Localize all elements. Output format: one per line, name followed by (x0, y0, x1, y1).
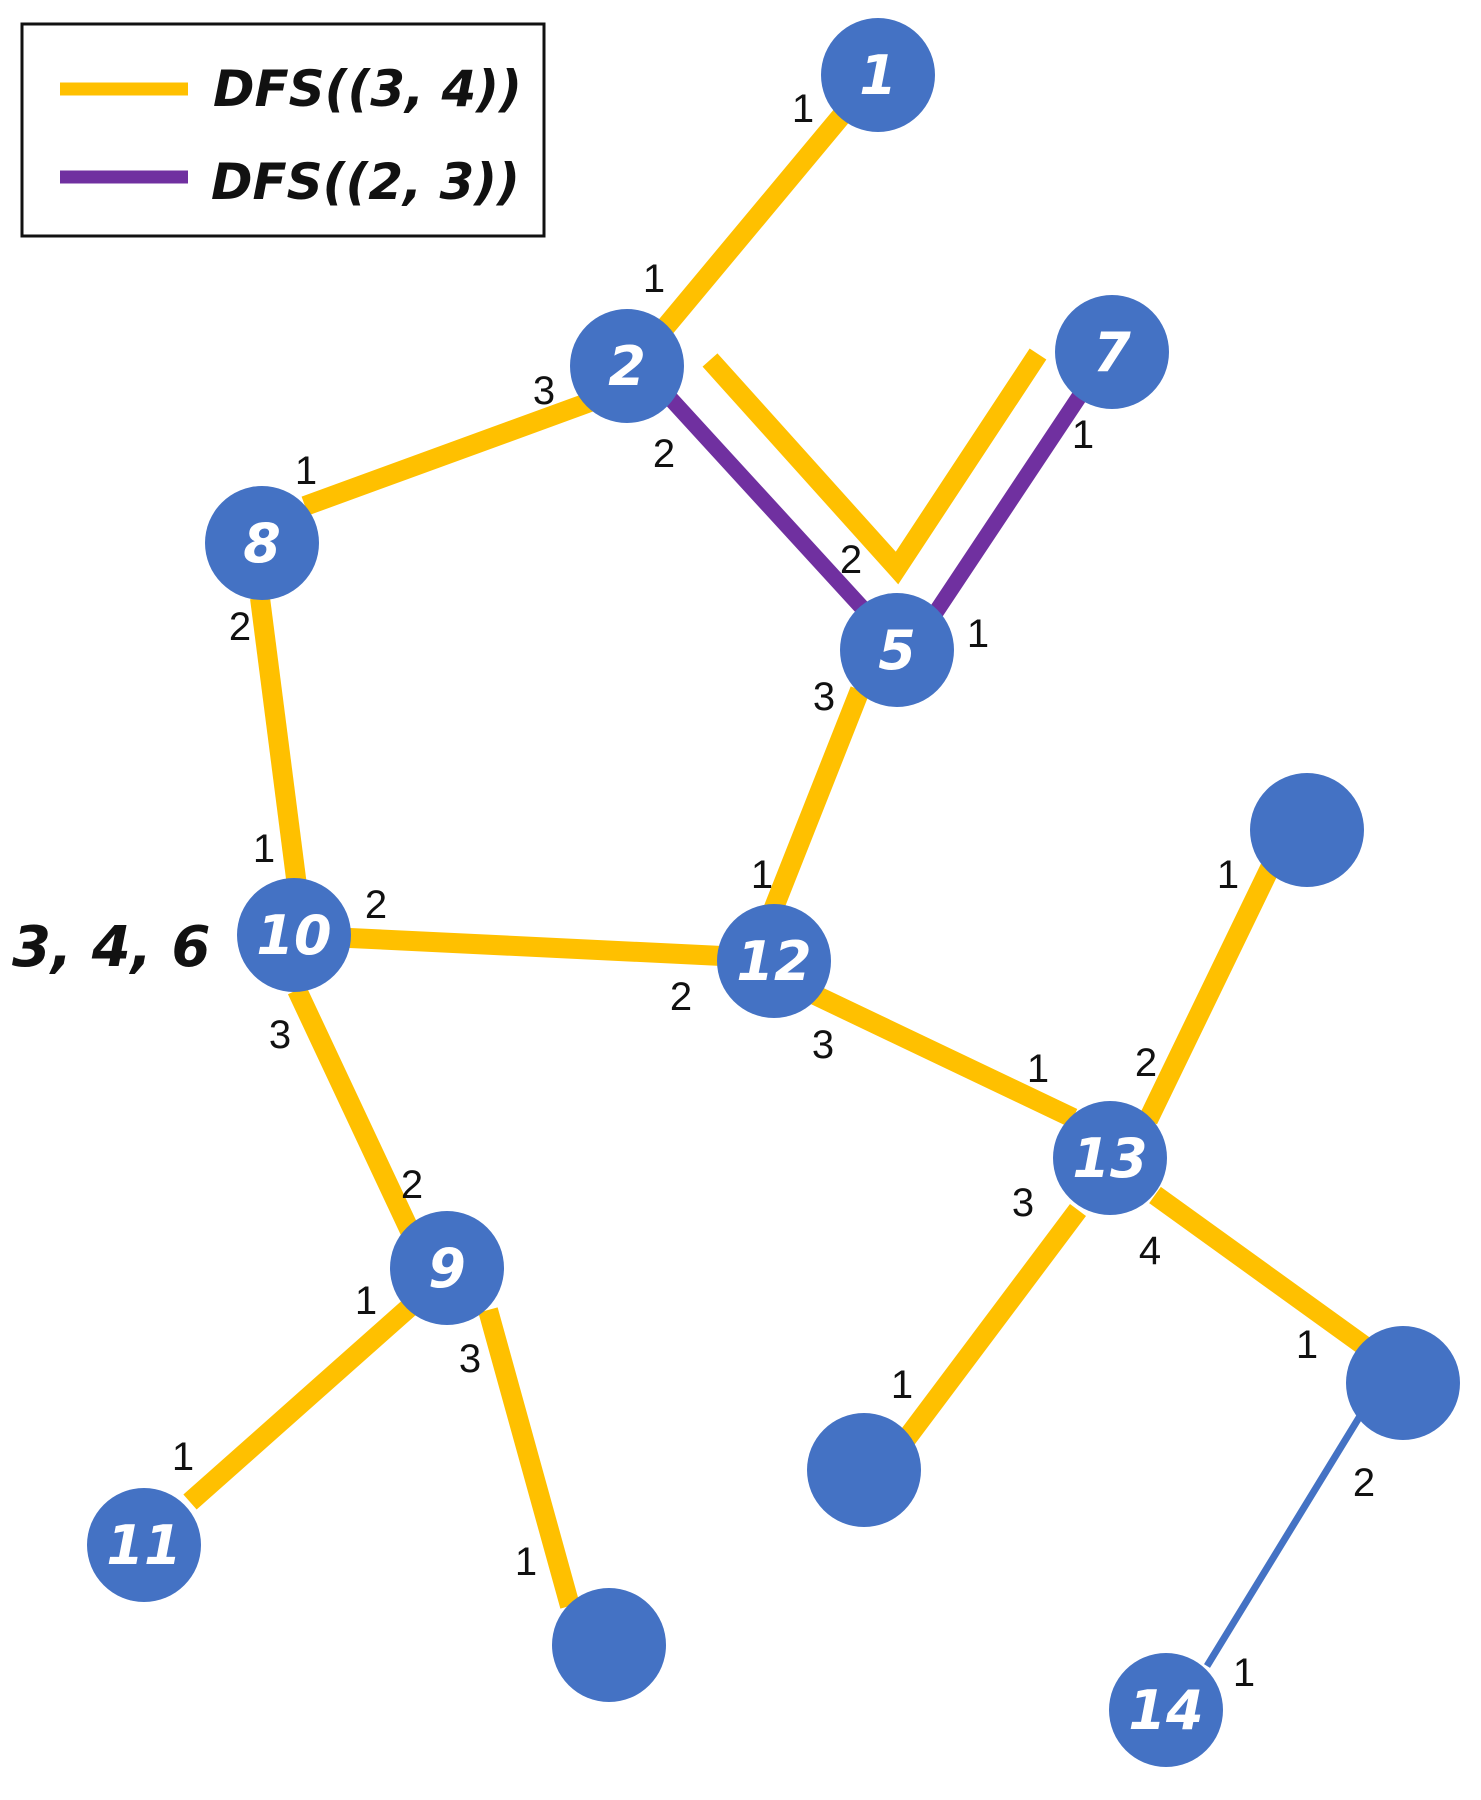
side-note-label: 3, 4, 6 (12, 915, 210, 980)
legend-label-dfs-3-4: DFS((3, 4)) (213, 60, 522, 118)
edge-2-5-purple (664, 392, 872, 618)
port-labels: 1 1 3 2 1 2 1 1 2 3 1 1 2 2 3 1 3 1 2 3 … (172, 87, 1375, 1695)
port-label: 3 (269, 1013, 291, 1057)
edge-1-2 (655, 107, 851, 337)
legend-box (20, 22, 546, 238)
nodes: 1 2 7 8 5 10 12 13 (87, 18, 1460, 1767)
edge-9-11 (183, 1297, 419, 1510)
node-unlabeled-bottom-center (552, 1588, 666, 1702)
node-10: 10 (237, 878, 351, 992)
edge-12-13 (810, 985, 1078, 1128)
edge-u4-14 (1204, 1414, 1363, 1668)
port-label: 1 (891, 1363, 913, 1407)
port-label: 3 (459, 1337, 481, 1381)
edge-8-10 (250, 596, 307, 888)
port-label: 2 (401, 1163, 423, 1207)
port-label: 4 (1139, 1229, 1161, 1273)
port-label: 1 (1296, 1323, 1318, 1367)
port-label: 2 (670, 975, 692, 1019)
port-label: 2 (1135, 1041, 1157, 1085)
port-label: 1 (792, 87, 814, 131)
node-5: 5 (840, 593, 954, 707)
node-13: 13 (1053, 1101, 1167, 1215)
svg-text:8: 8 (243, 512, 281, 575)
node-14: 14 (1109, 1653, 1223, 1767)
edge-10-12 (349, 928, 723, 966)
node-12: 12 (717, 904, 831, 1018)
port-label: 3 (812, 1023, 834, 1067)
port-label: 1 (1233, 1651, 1255, 1695)
legend: DFS((3, 4)) DFS((2, 3)) (20, 22, 546, 238)
port-label: 1 (1072, 413, 1094, 457)
port-label: 1 (643, 257, 665, 301)
svg-text:2: 2 (608, 335, 646, 398)
svg-text:1: 1 (859, 44, 897, 107)
port-label: 3 (1012, 1181, 1034, 1225)
legend-label-dfs-2-3: DFS((2, 3)) (211, 153, 520, 211)
svg-text:10: 10 (256, 904, 331, 967)
edge-13-u1 (1138, 863, 1280, 1125)
node-11: 11 (87, 1488, 201, 1602)
port-label: 2 (653, 432, 675, 476)
edge-13-u4 (1149, 1186, 1376, 1359)
port-label: 2 (365, 883, 387, 927)
port-label: 1 (355, 1279, 377, 1323)
port-label: 3 (813, 675, 835, 719)
svg-text:13: 13 (1072, 1127, 1147, 1190)
port-label: 1 (967, 612, 989, 656)
edge-9-u2 (478, 1307, 580, 1609)
svg-text:12: 12 (736, 930, 811, 993)
edges (183, 107, 1376, 1668)
svg-text:14: 14 (1128, 1679, 1203, 1742)
edge-7-5-purple (929, 386, 1090, 617)
node-9: 9 (390, 1211, 504, 1325)
port-label: 3 (533, 369, 555, 413)
edge-10-9 (287, 985, 420, 1236)
port-label: 2 (1353, 1461, 1375, 1505)
port-label: 1 (1027, 1047, 1049, 1091)
node-8: 8 (205, 486, 319, 600)
port-label: 1 (253, 827, 275, 871)
port-label: 1 (515, 1540, 537, 1584)
port-label: 2 (229, 605, 251, 649)
svg-text:9: 9 (428, 1237, 466, 1300)
node-unlabeled-right (1346, 1326, 1460, 1440)
port-label: 1 (295, 449, 317, 493)
node-7: 7 (1055, 295, 1169, 409)
port-label: 1 (1217, 853, 1239, 897)
port-label: 1 (172, 1435, 194, 1479)
port-label: 2 (840, 538, 862, 582)
edge-13-u3 (890, 1204, 1086, 1456)
edge-5-12 (763, 686, 870, 914)
edge-2-8 (301, 392, 594, 516)
node-2: 2 (570, 309, 684, 423)
svg-text:11: 11 (106, 1514, 181, 1577)
node-unlabeled-lower-middle (807, 1413, 921, 1527)
svg-text:5: 5 (878, 619, 916, 682)
node-1: 1 (821, 18, 935, 132)
port-label: 1 (751, 853, 773, 897)
node-unlabeled-top-right (1250, 773, 1364, 887)
svg-text:7: 7 (1093, 321, 1131, 384)
edge-2-5-via-7-yellow (702, 348, 1047, 585)
